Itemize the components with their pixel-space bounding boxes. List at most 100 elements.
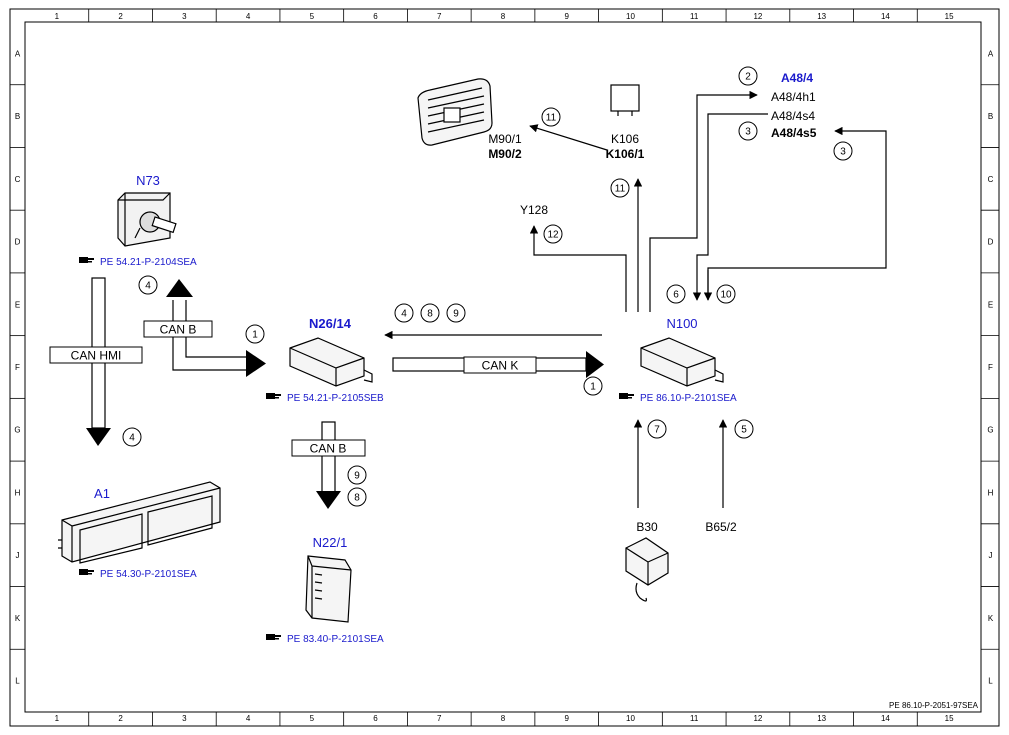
grid-row-label: K [15, 614, 21, 623]
arrow-k106-m90 [529, 124, 608, 151]
svg-text:10: 10 [720, 290, 732, 301]
grid-column-label: 2 [118, 714, 123, 723]
pointer-icon [79, 569, 94, 575]
svg-text:8: 8 [354, 493, 360, 504]
a1-label: A1 [94, 486, 110, 501]
grid-column-label: 12 [753, 12, 762, 21]
grid-column-label: 10 [626, 714, 635, 723]
svg-text:7: 7 [654, 425, 660, 436]
signal-badge[interactable]: 5 [734, 419, 754, 439]
pointer-icon [266, 393, 281, 399]
n22-module-icon [305, 555, 352, 623]
signal-badge[interactable]: 10 [716, 284, 736, 304]
grid-column-label: 4 [246, 714, 251, 723]
signal-badge[interactable]: 1 [583, 376, 603, 396]
b65-label: B65/2 [705, 520, 737, 534]
k106-label-1: K106 [611, 132, 639, 146]
document-id: PE 86.10-P-2051-97SEA [889, 701, 979, 710]
m90-vent-icon [417, 78, 493, 146]
n100-ref[interactable]: PE 86.10-P-2101SEA [619, 393, 737, 404]
svg-text:8: 8 [427, 309, 433, 320]
svg-text:3: 3 [840, 147, 846, 158]
can-b-upper-label: CAN B [160, 323, 197, 337]
signal-badge[interactable]: 2 [738, 66, 758, 86]
grid-column-label: 15 [945, 714, 954, 723]
signal-badge[interactable]: 1 [245, 324, 265, 344]
grid-row-label: A [15, 49, 21, 58]
k106-relay-icon [610, 84, 640, 116]
n73-ref[interactable]: PE 54.21-P-2104SEA [79, 257, 197, 268]
signal-badge[interactable]: 3 [833, 141, 853, 161]
grid-column-label: 11 [690, 714, 699, 723]
signal-badge[interactable]: 4 [138, 275, 158, 295]
y128-label: Y128 [520, 203, 548, 217]
a48-sub1-label: A48/4h1 [771, 90, 816, 104]
grid-row-label: J [16, 551, 20, 560]
grid-column-label: 5 [310, 714, 315, 723]
n26-ref-text: PE 54.21-P-2105SEB [287, 393, 384, 404]
grid-row-label: B [988, 112, 993, 121]
can-b-lower-label: CAN B [310, 442, 347, 456]
can-k-bus: CAN K [392, 351, 604, 378]
signal-badge[interactable]: 9 [347, 465, 367, 485]
can-k-label: CAN K [482, 359, 519, 373]
svg-text:1: 1 [590, 382, 596, 393]
can-hmi-bus: CAN HMI [49, 277, 143, 446]
grid-row-label: K [988, 614, 994, 623]
b30-label: B30 [636, 520, 658, 534]
grid-column-label: 13 [817, 12, 826, 21]
grid-row-label: A [988, 49, 994, 58]
signal-badge[interactable]: 3 [738, 121, 758, 141]
n22-ref[interactable]: PE 83.40-P-2101SEA [266, 634, 384, 645]
signal-badge[interactable]: 11 [610, 178, 630, 198]
signal-badge[interactable]: 11 [541, 107, 561, 127]
can-b-bus-upper: CAN B [143, 279, 266, 377]
signal-badge[interactable]: 8 [347, 487, 367, 507]
outer-frame [9, 8, 1000, 727]
n73-switch-icon [117, 192, 177, 247]
signal-badge[interactable]: 7 [647, 419, 667, 439]
pointer-icon [79, 257, 94, 263]
grid-column-label: 13 [817, 714, 826, 723]
n26-ref[interactable]: PE 54.21-P-2105SEB [266, 393, 384, 404]
svg-text:3: 3 [745, 127, 751, 138]
signal-badge[interactable]: 6 [666, 284, 686, 304]
grid-column-label: 9 [565, 12, 570, 21]
grid-column-label: 6 [373, 714, 378, 723]
grid-column-label: 6 [373, 12, 378, 21]
a48-sub3-label: A48/4s5 [771, 126, 817, 140]
b30-sensor-icon [625, 537, 669, 602]
grid-column-label: 1 [55, 12, 60, 21]
signal-badge[interactable]: 9 [446, 303, 466, 323]
grid-column-label: 7 [437, 714, 442, 723]
signal-badges: 4 4 1 4 8 9 1 9 8 11 11 12 2 3 3 6 10 7 … [122, 66, 853, 507]
grid-column-label: 3 [182, 714, 187, 723]
svg-text:9: 9 [354, 471, 360, 482]
svg-text:4: 4 [129, 433, 135, 444]
svg-text:11: 11 [546, 113, 557, 124]
signal-badge[interactable]: 12 [543, 224, 563, 244]
signal-badge[interactable]: 4 [394, 303, 414, 323]
signal-badge[interactable]: 4 [122, 427, 142, 447]
grid-row-label: J [989, 551, 993, 560]
svg-text:6: 6 [673, 290, 679, 301]
m90-label-1: M90/1 [488, 132, 522, 146]
n26-module-icon [289, 337, 373, 387]
grid-row-label: L [988, 677, 993, 686]
k106-label-2: K106/1 [606, 147, 645, 161]
svg-text:12: 12 [547, 230, 559, 241]
a1-cluster-icon [58, 481, 221, 564]
svg-text:2: 2 [745, 72, 751, 83]
arrow-n100-y128 [529, 225, 627, 312]
arrow-n100-a48s5 [707, 126, 887, 300]
grid-row-label: B [15, 112, 20, 121]
grid-row-label: C [15, 175, 21, 184]
svg-text:4: 4 [145, 281, 151, 292]
svg-text:5: 5 [741, 425, 747, 436]
signal-badge[interactable]: 8 [420, 303, 440, 323]
a1-ref[interactable]: PE 54.30-P-2101SEA [79, 569, 197, 580]
